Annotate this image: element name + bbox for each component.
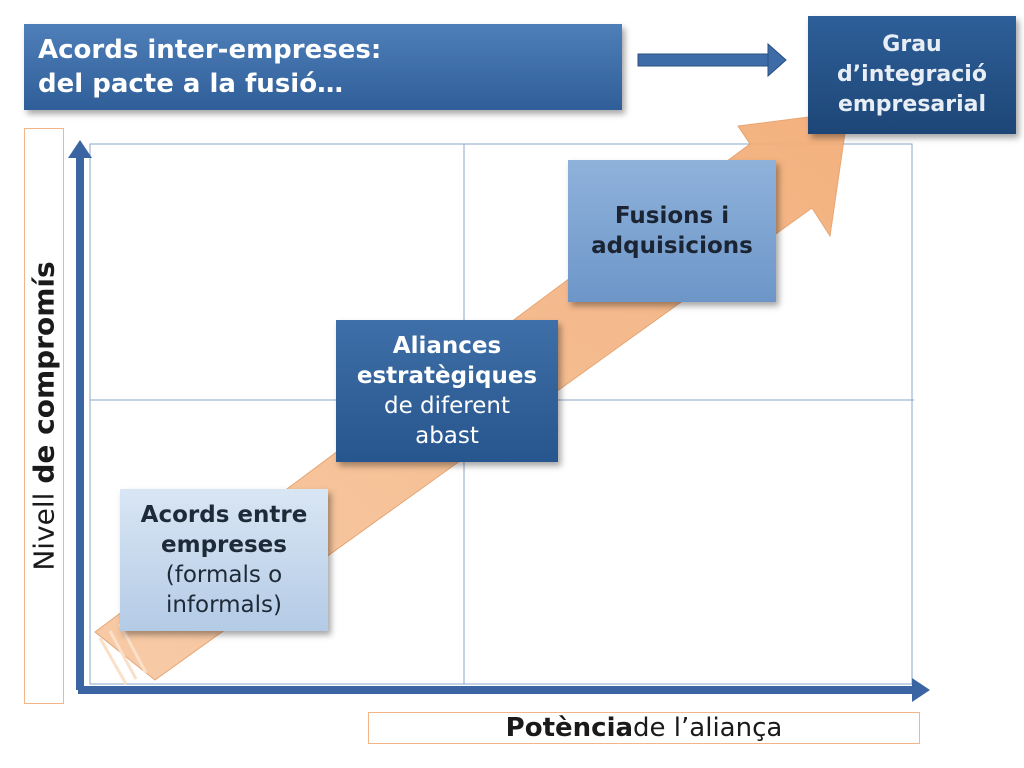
stage-acords-entre-empreses: Acords entre empreses (formals o informa…: [120, 489, 328, 631]
y-axis-label-bold: de compromís: [27, 261, 61, 484]
stage-title: estratègiques: [356, 363, 538, 389]
stage-fusions-adquisicions: Fusions i adquisicions: [568, 160, 776, 302]
integration-label-line: d’integració: [837, 62, 987, 87]
arrow-tail-stripe: [108, 630, 138, 680]
header-arrow-head: [767, 42, 787, 78]
stage-detail: (formals o: [165, 562, 283, 588]
y-axis: [76, 156, 84, 690]
y-axis-label-normal: Nivell: [27, 483, 61, 571]
title-box: Acords inter-empreses: del pacte a la fu…: [24, 24, 622, 110]
y-axis-arrowhead: [68, 140, 92, 158]
arrow-tail-stripe: [98, 637, 128, 685]
header-arrow-shaft: [637, 53, 771, 67]
x-axis-arrowhead: [912, 678, 930, 702]
x-axis-label-normal: de l’aliança: [633, 713, 783, 743]
title-line: del pacte a la fusió…: [38, 69, 344, 99]
integration-label-box: Grau d’integració empresarial: [808, 16, 1016, 134]
x-axis: [78, 686, 914, 694]
integration-label-line: Grau: [882, 32, 942, 57]
y-axis-label: Nivell de compromís: [28, 261, 61, 570]
stage-title: Fusions i: [614, 203, 730, 229]
stage-aliances-estrategiques: Aliances estratègiques de diferent abast: [336, 320, 558, 462]
arrow-tail-stripe: [118, 623, 148, 674]
x-axis-label: Potència de l’aliança: [368, 712, 920, 744]
stage-detail: de diferent: [384, 393, 510, 419]
integration-label-line: empresarial: [837, 92, 987, 117]
title-line: Acords inter-empreses:: [38, 35, 382, 65]
stage-title: Acords entre: [140, 502, 308, 528]
stage-detail: informals): [165, 592, 283, 618]
stage-title: adquisicions: [591, 233, 753, 259]
quadrant-grid: [89, 143, 913, 685]
x-axis-label-bold: Potència: [505, 713, 634, 743]
y-axis-label-frame: [24, 128, 64, 704]
stage-title: Aliances: [392, 333, 502, 359]
stage-detail: abast: [415, 423, 479, 449]
stage-title: empreses: [161, 532, 287, 558]
